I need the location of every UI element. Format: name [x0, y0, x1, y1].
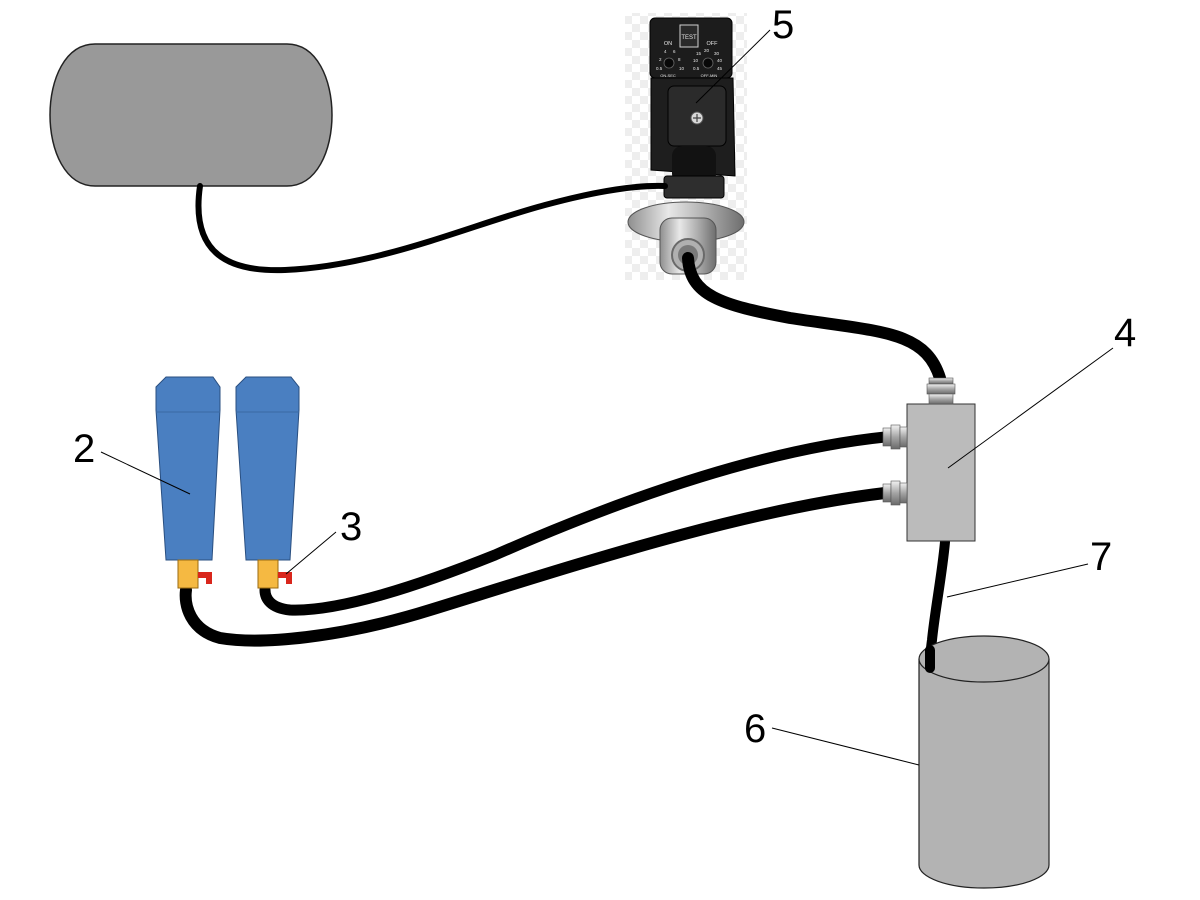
label-filter: 2 [73, 427, 95, 471]
hose-filter-2-drain [179, 487, 891, 647]
on-scale-4: 0.5 [656, 66, 663, 71]
solenoid-valve: TEST ON OFF 4 6 2 8 0.5 10 15 20 30 10 4… [625, 13, 747, 280]
hose-tank-to-solenoid [195, 182, 668, 274]
hose-filter-3-drain [259, 431, 891, 616]
on-unit-label: ON-SEC [660, 73, 676, 78]
filter-right [235, 376, 300, 589]
filter-left [155, 376, 221, 589]
leader-2 [100, 451, 191, 495]
on-label: ON [664, 41, 672, 47]
leader-7 [946, 563, 1089, 598]
on-scale-2: 2 [659, 57, 662, 62]
air-receiver-tank [49, 43, 333, 187]
off-scale-1: 20 [704, 48, 710, 53]
label-solenoid-valve: 5 [772, 3, 794, 47]
off-scale-2: 30 [714, 51, 720, 56]
label-drain-hose: 7 [1090, 535, 1112, 579]
off-scale-6: 45 [717, 66, 723, 71]
on-scale-1: 6 [673, 49, 676, 54]
label-drain-valve: 3 [340, 505, 362, 549]
hose-solenoid-to-manifold [682, 252, 946, 384]
manifold-lower-side-fitting [882, 480, 908, 506]
drain-port-left [177, 559, 199, 589]
armature-tube [672, 146, 716, 184]
off-scale-3: 10 [693, 58, 699, 63]
off-scale-4: 40 [717, 58, 723, 63]
leader-3 [285, 531, 337, 575]
manifold-top-fitting [926, 377, 956, 405]
manifold-upper-side-fitting [882, 424, 908, 450]
drain-valve-handle-left [198, 572, 212, 584]
manifold-block [906, 403, 976, 542]
test-button [679, 24, 699, 48]
on-scale-3: 8 [678, 57, 681, 62]
condensate-collector [918, 635, 1050, 889]
off-scale-0: 15 [696, 51, 702, 56]
drain-valve-handle-right [278, 572, 292, 584]
on-time-knob [663, 57, 675, 69]
off-time-knob [702, 57, 714, 69]
drain-port-right [257, 559, 279, 589]
label-manifold: 4 [1114, 311, 1136, 355]
on-scale-5: 10 [679, 66, 685, 71]
test-button-label: TEST [681, 35, 697, 41]
label-collector: 6 [744, 707, 766, 751]
off-label: OFF [707, 41, 719, 47]
armature-nut [663, 175, 725, 199]
off-scale-5: 0.5 [693, 66, 700, 71]
on-scale-0: 4 [664, 49, 667, 54]
leader-5 [695, 29, 771, 104]
leader-6 [771, 727, 920, 766]
off-unit-label: OFF-MIN [701, 73, 718, 78]
leader-4 [947, 347, 1114, 469]
